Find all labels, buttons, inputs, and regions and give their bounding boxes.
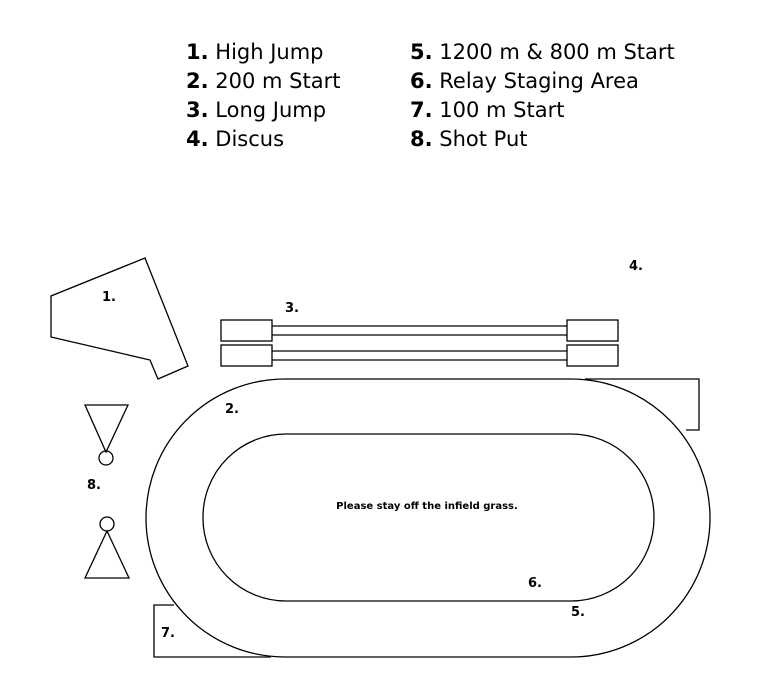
- legend-item-200m-start: 2. 200 m Start: [186, 67, 340, 96]
- marker-relay-staging: 6.: [528, 576, 542, 591]
- legend-item-shot-put: 8. Shot Put: [410, 125, 675, 154]
- track-outer-edge: [145, 378, 711, 658]
- marker-shot-put: 8.: [87, 478, 101, 493]
- legend-label: 1200 m & 800 m Start: [439, 40, 675, 64]
- legend-label: Discus: [215, 127, 285, 151]
- marker-long-jump: 3.: [285, 301, 299, 316]
- legend-number: 5.: [410, 40, 433, 64]
- shot-put-sector-bottom: [83, 529, 131, 579]
- legend-number: 2.: [186, 69, 209, 93]
- legend-label: Shot Put: [439, 127, 528, 151]
- legend-item-relay-staging-area: 6. Relay Staging Area: [410, 67, 675, 96]
- legend-label: Relay Staging Area: [439, 69, 639, 93]
- long-jump-runway-left-bottom: [220, 344, 273, 367]
- long-jump-pit-right-bottom: [566, 344, 619, 367]
- legend-item-100m-start: 7. 100 m Start: [410, 96, 675, 125]
- shot-put-ring-top: [98, 450, 114, 466]
- legend-column-right: 5. 1200 m & 800 m Start 6. Relay Staging…: [410, 38, 675, 154]
- 100m-start-box: [153, 604, 271, 658]
- legend-number: 8.: [410, 127, 433, 151]
- marker-100m-start: 7.: [161, 626, 175, 641]
- discus-start-box: [585, 378, 700, 431]
- marker-discus: 4.: [629, 259, 643, 274]
- legend-label: High Jump: [215, 40, 324, 64]
- marker-1200m-800m-start: 5.: [571, 605, 585, 620]
- legend-number: 3.: [186, 98, 209, 122]
- legend-column-left: 1. High Jump 2. 200 m Start 3. Long Jump…: [186, 38, 340, 154]
- legend-label: 200 m Start: [215, 69, 341, 93]
- legend-label: 100 m Start: [439, 98, 565, 122]
- high-jump-area: [50, 257, 189, 380]
- legend-item-discus: 4. Discus: [186, 125, 340, 154]
- legend-item-1200m-800m-start: 5. 1200 m & 800 m Start: [410, 38, 675, 67]
- legend-number: 4.: [186, 127, 209, 151]
- shot-put-ring-bottom: [99, 516, 115, 532]
- legend-number: 1.: [186, 40, 209, 64]
- map-legend: 1. High Jump 2. 200 m Start 3. Long Jump…: [186, 38, 686, 158]
- legend-item-long-jump: 3. Long Jump: [186, 96, 340, 125]
- legend-item-high-jump: 1. High Jump: [186, 38, 340, 67]
- marker-200m-start: 2.: [225, 402, 239, 417]
- legend-number: 6.: [410, 69, 433, 93]
- shot-put-sector-top: [83, 404, 130, 454]
- long-jump-area: [220, 319, 619, 367]
- legend-label: Long Jump: [215, 98, 327, 122]
- shot-put-area: [83, 404, 131, 579]
- long-jump-pit-right-top: [566, 319, 619, 342]
- legend-number: 7.: [410, 98, 433, 122]
- long-jump-runway-left-top: [220, 319, 273, 342]
- track-inner-edge: [202, 433, 655, 602]
- marker-high-jump: 1.: [102, 290, 116, 305]
- infield-note: Please stay off the infield grass.: [336, 501, 518, 512]
